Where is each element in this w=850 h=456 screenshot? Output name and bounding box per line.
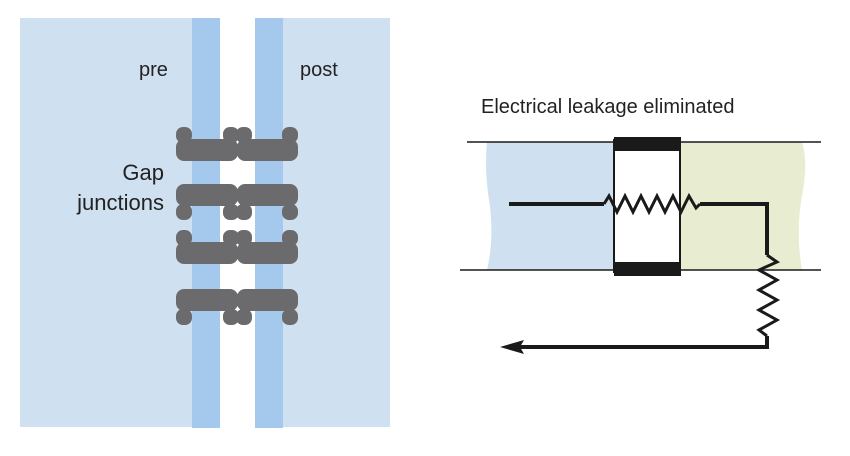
connexon-lobe (176, 204, 192, 220)
connexon-lobe (236, 127, 252, 143)
presynaptic-membrane (192, 18, 220, 428)
connexon-body (237, 139, 298, 161)
junction-resistor-icon (602, 192, 702, 216)
gap-junction (176, 184, 298, 220)
connexon-lobe (176, 127, 192, 143)
connexon-body (176, 139, 238, 161)
gap-junctions-label-line1: Gap (122, 160, 164, 185)
gap-junction (176, 289, 298, 325)
arrow-left-icon (500, 340, 524, 354)
connexon-lobe (223, 204, 239, 220)
gap-junction (176, 127, 298, 161)
postsynaptic-membrane (255, 18, 283, 428)
output-wire (700, 202, 769, 255)
connexon-lobe (236, 230, 252, 246)
connexon-lobe (236, 309, 252, 325)
connexon-body (237, 184, 298, 206)
post-label: post (300, 59, 338, 81)
electrical-circuit-svg: Electrical leakage eliminated (460, 96, 821, 354)
connexon-body (237, 289, 298, 311)
connexon-lobe (282, 204, 298, 220)
connexon-lobe (282, 309, 298, 325)
connexon-body (176, 289, 238, 311)
gap-junctions-label-line2: junctions (76, 190, 164, 215)
connexon-lobe (282, 127, 298, 143)
gap-junction-anatomy-panel: pre post Gap junctions (0, 0, 400, 456)
gap-junctions-group (176, 127, 298, 325)
connexon-lobe (236, 204, 252, 220)
electrical-circuit-panel: Electrical leakage eliminated (440, 0, 850, 456)
connexon-lobe (223, 309, 239, 325)
connexon-body (237, 242, 298, 264)
junction-top-cap (614, 137, 681, 151)
connexon-lobe (176, 230, 192, 246)
leak-resistor-icon (755, 253, 781, 338)
return-wire (515, 336, 769, 349)
connexon-body (176, 242, 238, 264)
junction-bottom-cap (614, 262, 681, 276)
connexon-body (176, 184, 238, 206)
connexon-lobe (176, 309, 192, 325)
circuit-title: Electrical leakage eliminated (481, 96, 734, 118)
connexon-lobe (223, 127, 239, 143)
gap-junction (176, 230, 298, 264)
connexon-lobe (282, 230, 298, 246)
connexon-lobe (223, 230, 239, 246)
pre-label: pre (139, 59, 168, 81)
gap-junction-anatomy-svg: pre post Gap junctions (20, 18, 390, 428)
synaptic-cleft (220, 18, 255, 428)
